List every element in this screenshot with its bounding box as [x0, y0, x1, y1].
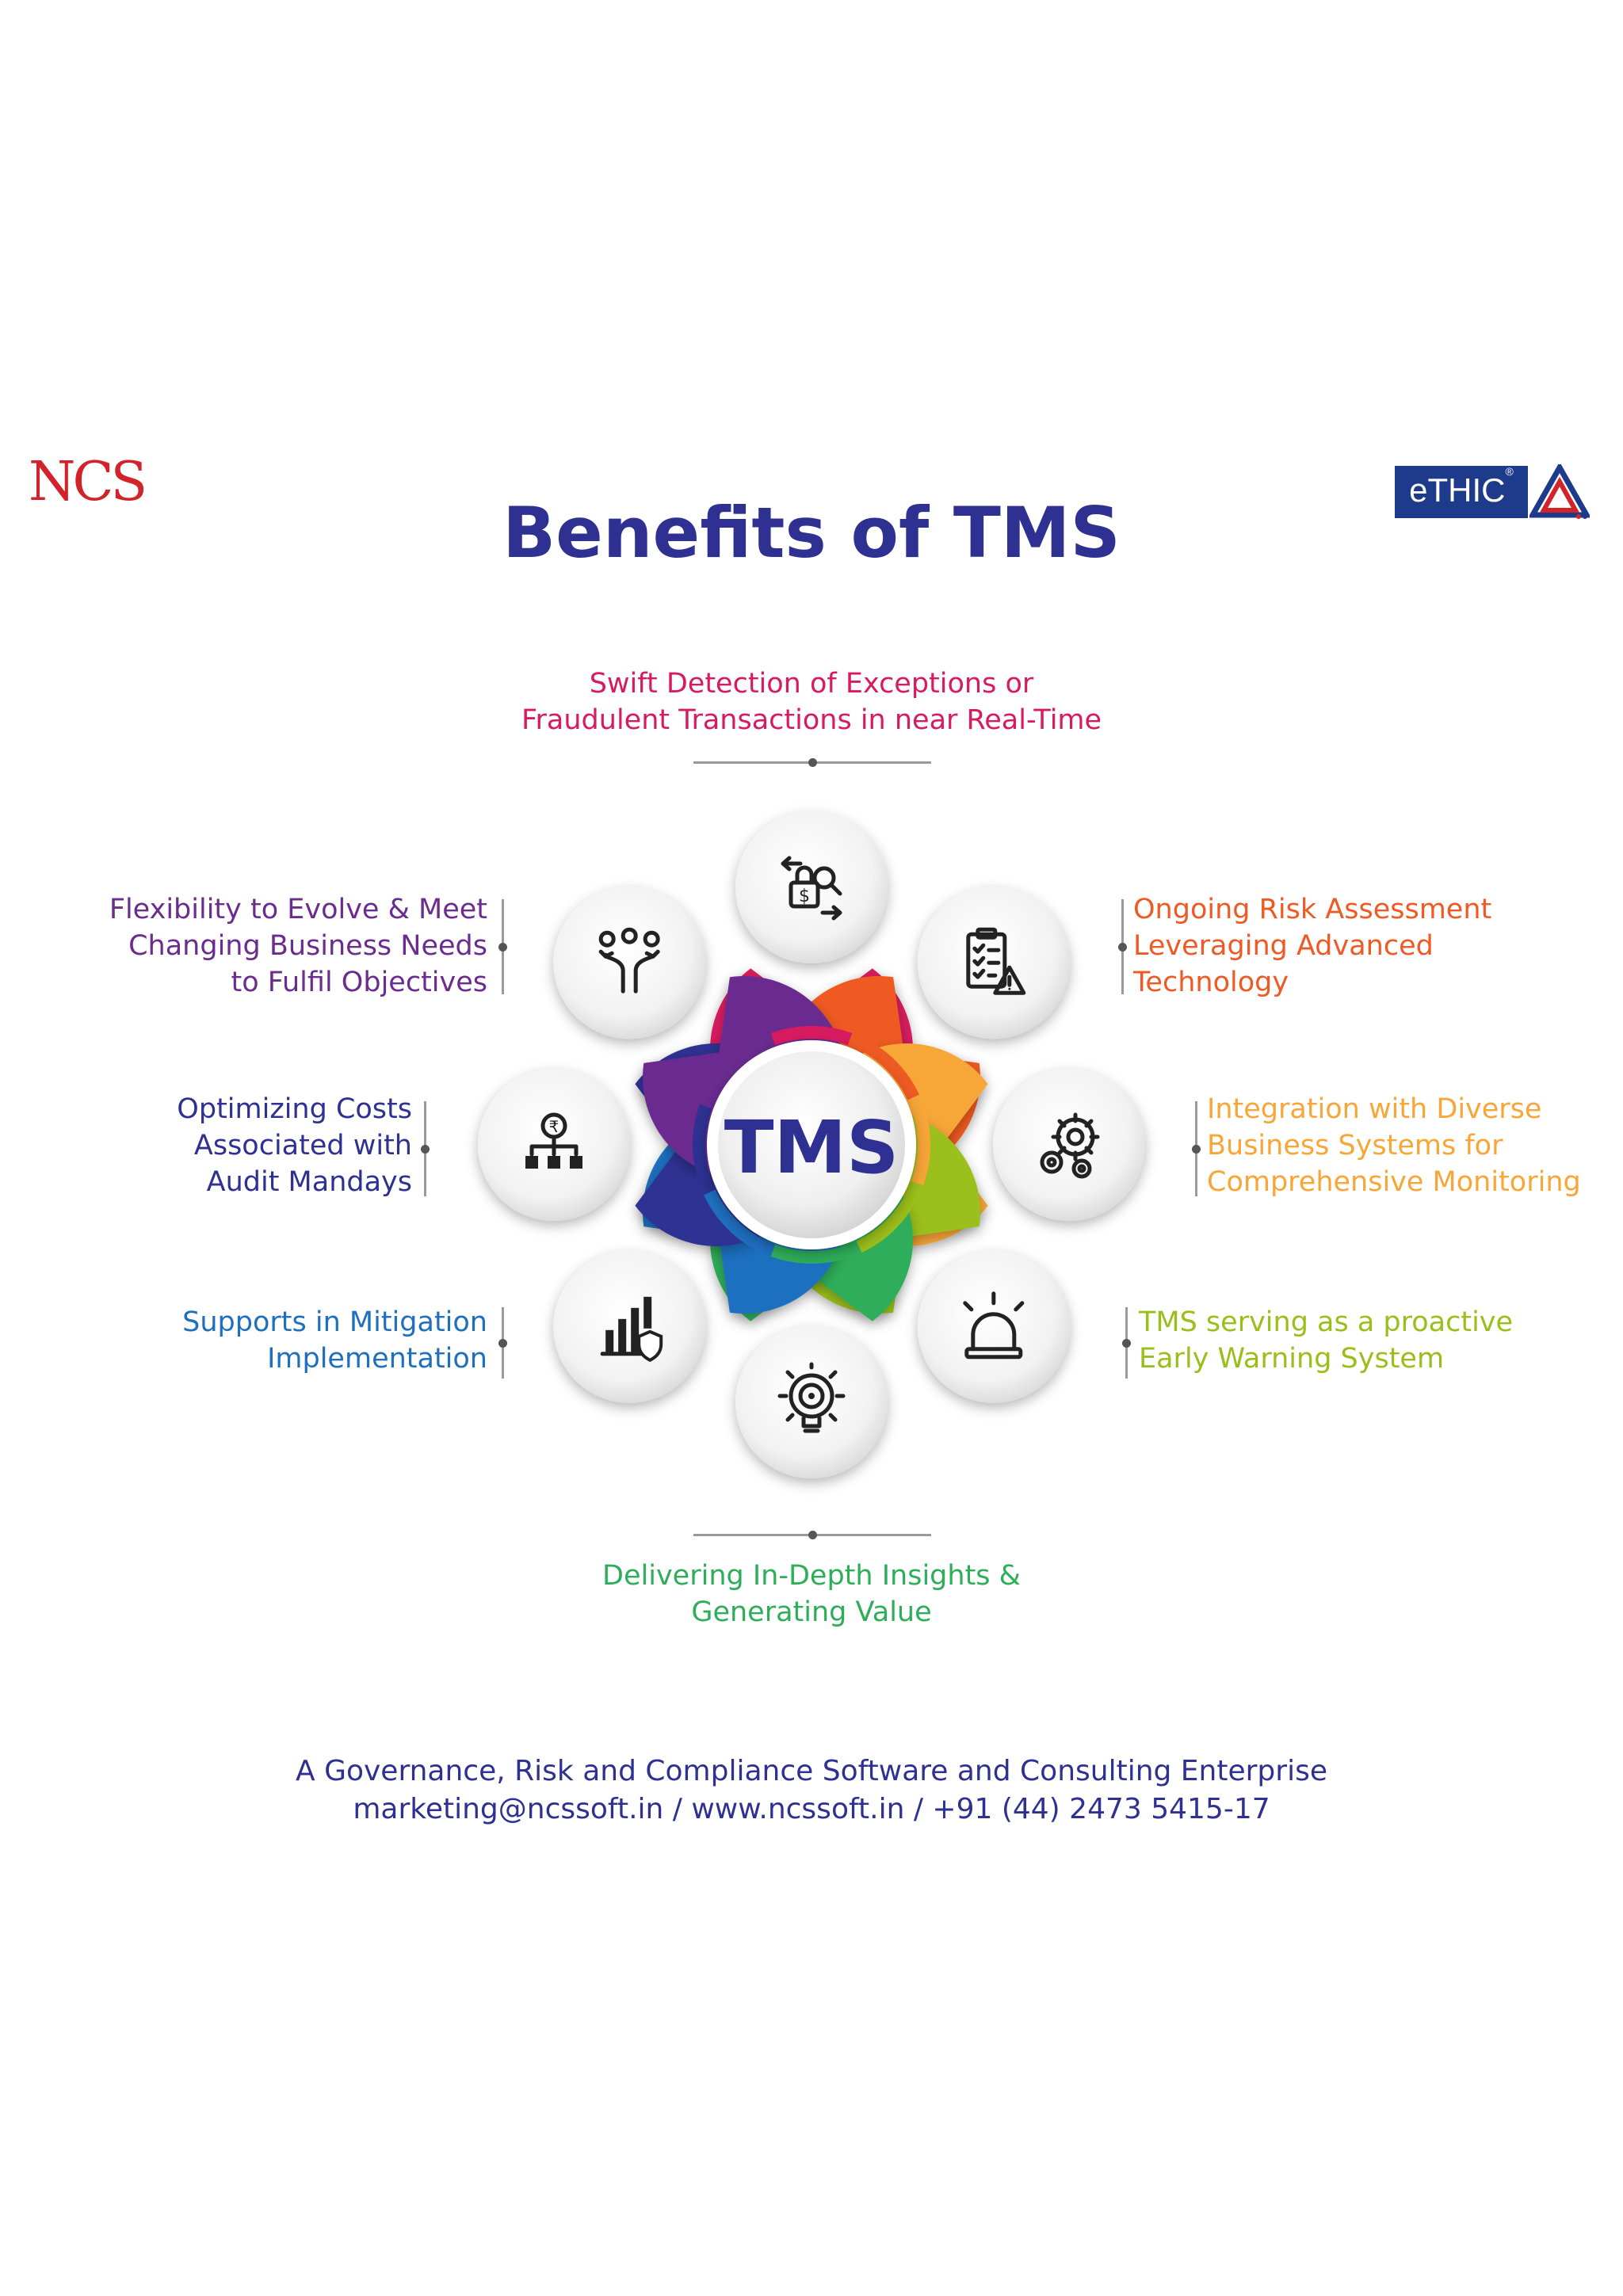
ethic-logo: eTHIC® — [1395, 466, 1528, 518]
benefit-label-line: TMS serving as a proactive — [1139, 1306, 1514, 1338]
benefit-label-line: Delivering In-Depth Insights & — [602, 1560, 1021, 1592]
benefit-label-line: Fraudulent Transactions in near Real-Tim… — [521, 704, 1102, 736]
benefit-label-line: Optimizing Costs — [177, 1093, 412, 1125]
benefit-label-top-right: Ongoing Risk Assessment Leveraging Advan… — [1133, 891, 1491, 1001]
benefit-label-top-left: Flexibility to Evolve & Meet Changing Bu… — [48, 891, 487, 1001]
benefit-label-line: Technology — [1133, 967, 1289, 998]
hub-inner-disc — [718, 1051, 905, 1238]
hub-ring-segment — [770, 1026, 853, 1046]
footer: A Governance, Risk and Compliance Softwa… — [0, 1753, 1623, 1829]
divider-top-left — [498, 899, 507, 994]
mitigation-chart-icon — [600, 1296, 663, 1363]
icon-disc — [553, 887, 706, 1039]
benefit-label-line: Integration with Diverse — [1207, 1093, 1542, 1125]
divider-bottom-right — [1122, 1307, 1131, 1379]
divider-top-right — [1118, 899, 1127, 994]
gears-integration-icon — [1040, 1112, 1100, 1179]
insight-bulb-icon — [777, 1362, 846, 1433]
benefit-label-line: Business Systems for — [1207, 1130, 1503, 1161]
benefit-label-bottom-left: Supports in Mitigation Implementation — [79, 1304, 487, 1377]
benefit-label-line: Leveraging Advanced — [1133, 930, 1434, 962]
divider-bottom — [693, 1531, 931, 1539]
benefit-label-line: Comprehensive Monitoring — [1207, 1166, 1581, 1198]
icon-disc — [735, 811, 888, 963]
divider-bottom-left — [498, 1307, 507, 1379]
benefit-label-line: Audit Mandays — [206, 1166, 412, 1198]
benefit-label-line: Flexibility to Evolve & Meet — [109, 894, 487, 925]
alarm-light-icon — [963, 1291, 1025, 1360]
benefit-label-line: Changing Business Needs — [128, 930, 487, 962]
footer-tagline: A Governance, Risk and Compliance Softwa… — [296, 1755, 1327, 1787]
benefit-label-line: Associated with — [193, 1130, 412, 1161]
icon-disc — [993, 1069, 1145, 1221]
footer-contact: marketing@ncssoft.in / www.ncssoft.in / … — [353, 1793, 1270, 1825]
flexible-paths-icon — [598, 927, 660, 994]
ethic-logo-text: eTHIC — [1409, 471, 1506, 509]
benefit-label-line: Early Warning System — [1139, 1343, 1445, 1375]
risk-checklist-icon — [966, 927, 1026, 995]
icon-disc — [917, 1250, 1070, 1403]
icon-disc — [735, 1326, 888, 1478]
hub-ring-segment — [911, 1104, 930, 1186]
ethic-triangle-logo-icon — [1529, 464, 1590, 519]
hub-ring-segment — [856, 1189, 919, 1253]
svg-text:$: $ — [799, 887, 810, 906]
hub-ring-segment — [693, 1104, 712, 1186]
tms-hub-label: TMS — [724, 1105, 899, 1190]
page-title: Benefits of TMS — [502, 492, 1121, 574]
benefit-label-line: to Fulfil Objectives — [231, 967, 487, 998]
tms-hub — [693, 1026, 930, 1264]
icon-disc — [553, 1250, 706, 1403]
ncs-logo: NCS — [29, 451, 147, 513]
benefit-label-right: Integration with Diverse Business System… — [1207, 1091, 1581, 1200]
benefit-label-bottom: Delivering In-Depth Insights & Generatin… — [415, 1558, 1208, 1630]
hub-ring-segment — [704, 1037, 767, 1100]
divider-left — [421, 1101, 430, 1196]
hub-ring-segment — [704, 1189, 767, 1253]
benefit-label-left: Optimizing Costs Associated with Audit M… — [79, 1091, 412, 1200]
benefit-label-line: Swift Detection of Exceptions or — [589, 668, 1034, 700]
cost-hierarchy-icon: ₹ — [525, 1112, 582, 1169]
hub-ring-segment — [856, 1037, 919, 1100]
divider-top — [693, 758, 931, 767]
benefit-label-line: Generating Value — [691, 1596, 932, 1628]
benefit-label-line: Implementation — [267, 1343, 487, 1375]
benefit-label-line: Supports in Mitigation — [182, 1306, 487, 1338]
svg-text:₹: ₹ — [549, 1117, 559, 1136]
benefit-label-line: Ongoing Risk Assessment — [1133, 894, 1492, 925]
benefit-label-bottom-right: TMS serving as a proactive Early Warning… — [1139, 1304, 1513, 1377]
benefit-label-top: Swift Detection of Exceptions or Fraudul… — [415, 666, 1208, 738]
divider-right — [1192, 1101, 1201, 1196]
fraud-detection-icon: $ — [781, 856, 842, 921]
hub-ring-segment — [770, 1244, 853, 1264]
